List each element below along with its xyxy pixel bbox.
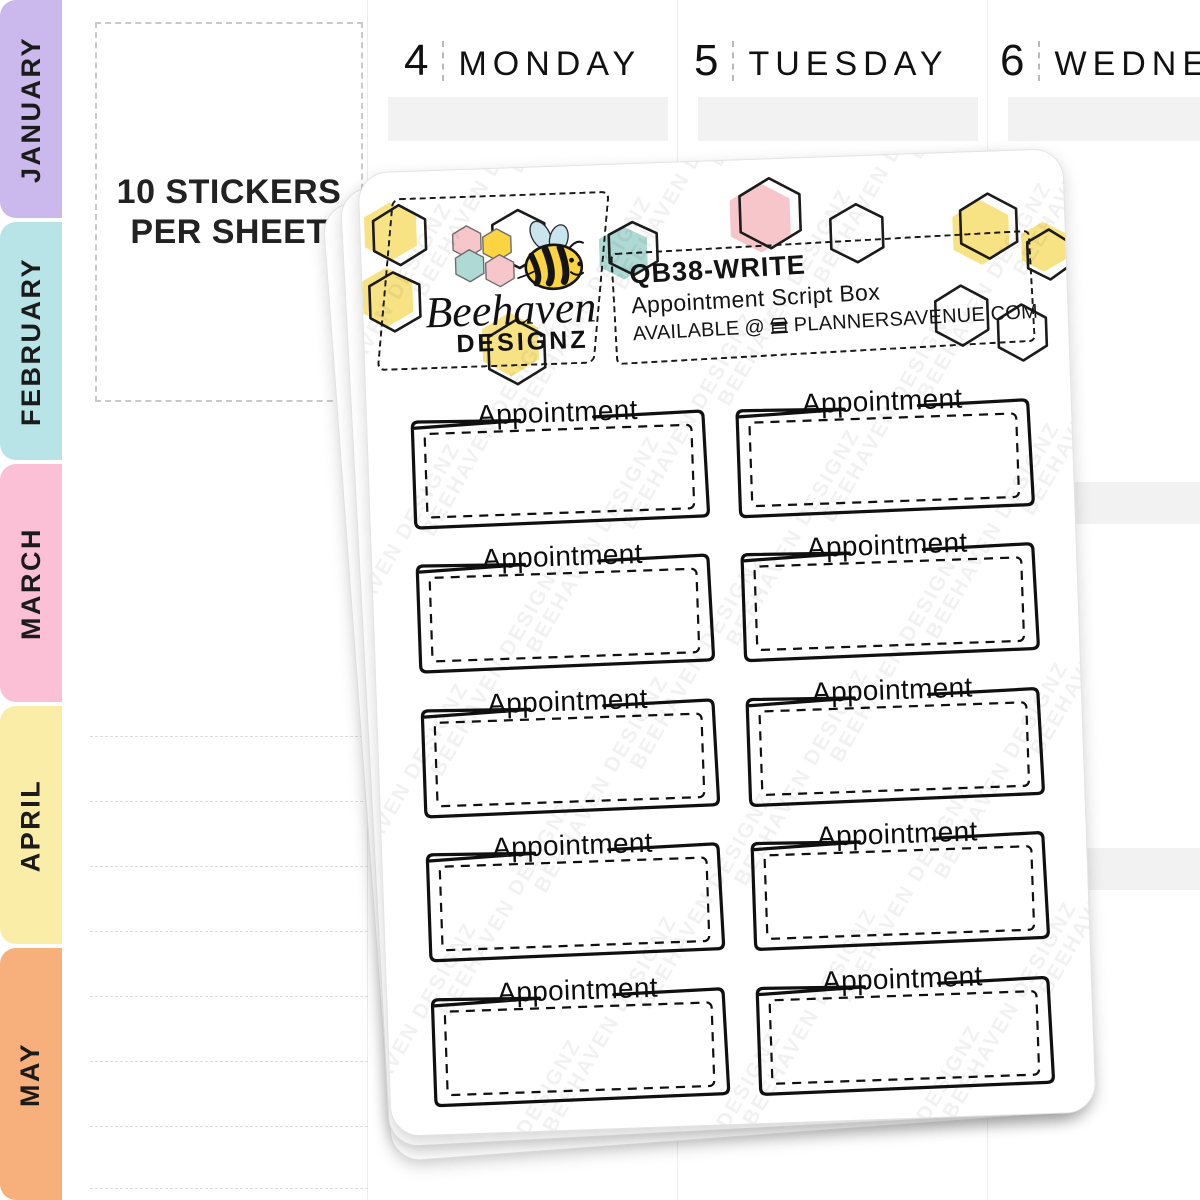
- shop-icon: [769, 317, 789, 335]
- day-band: [388, 97, 668, 141]
- month-tab-april[interactable]: APRIL: [0, 706, 62, 944]
- month-tab-label: APRIL: [15, 778, 46, 872]
- sticker-outline: [425, 842, 726, 963]
- planner-band: [1068, 848, 1200, 890]
- sticker-outline: [410, 409, 710, 530]
- day-name: TUESDAY: [748, 45, 949, 83]
- rule-line: [90, 1188, 368, 1189]
- sticker-outline: [420, 698, 721, 819]
- sticker-item[interactable]: Appointment: [746, 811, 1051, 954]
- sticker-item[interactable]: Appointment: [736, 522, 1041, 665]
- sticker-item[interactable]: Appointment: [411, 534, 716, 677]
- sticker-item[interactable]: Appointment: [751, 955, 1056, 1098]
- sticker-item[interactable]: Appointment: [416, 678, 721, 821]
- availability-line: AVAILABLE @ PLANNERSAVENUE.COM: [632, 300, 1038, 347]
- month-tab-label: FEBRUARY: [15, 256, 46, 426]
- at-symbol: @: [743, 315, 766, 339]
- sticker-item[interactable]: Appointment: [427, 967, 732, 1110]
- rule-line: [90, 801, 368, 802]
- rule-line: [90, 1061, 368, 1062]
- day-number: 4: [404, 36, 429, 85]
- sticker-item[interactable]: Appointment: [731, 378, 1036, 521]
- rule-line: [90, 996, 368, 997]
- sticker-outline: [745, 686, 1045, 807]
- watermark-text: BEEHAVEN DESIGNZ: [357, 1042, 387, 1137]
- day-band: [1008, 97, 1200, 141]
- honeycomb-decoration: [358, 149, 1070, 403]
- sticker-item[interactable]: Appointment: [406, 390, 711, 533]
- day-divider-icon: [732, 41, 735, 81]
- sticker-outline: [750, 831, 1050, 952]
- sticker-outline: [430, 986, 731, 1107]
- day-name: MONDAY: [458, 45, 642, 83]
- month-tab-march[interactable]: MARCH: [0, 464, 62, 702]
- day-divider-icon: [1038, 41, 1041, 81]
- sticker-item[interactable]: Appointment: [741, 667, 1046, 810]
- month-tab-february[interactable]: FEBRUARY: [0, 222, 62, 460]
- sheet-header: Beehaven DESIGNZ QB38-WRITE Appointment …: [358, 149, 1069, 391]
- month-tab-may[interactable]: MAY: [0, 948, 62, 1200]
- day-divider-icon: [442, 41, 445, 81]
- day-number: 6: [1000, 36, 1025, 85]
- sticker-item[interactable]: Appointment: [421, 822, 726, 965]
- quantity-callout: 10 STICKERS PER SHEET: [95, 22, 363, 402]
- month-tab-label: JANUARY: [15, 35, 46, 183]
- brand-logo: Beehaven DESIGNZ: [418, 217, 613, 364]
- planner-band: [1068, 482, 1200, 524]
- day-name: WEDNES: [1054, 45, 1200, 83]
- day-header-tuesday: 5 TUESDAY: [694, 36, 949, 86]
- day-header-monday: 4 MONDAY: [404, 36, 641, 86]
- rule-line: [90, 931, 368, 932]
- month-tab-january[interactable]: JANUARY: [0, 0, 62, 218]
- rule-line: [90, 866, 368, 867]
- brand-sub-text: DESIGNZ: [456, 326, 589, 359]
- brand-script-text: Beehaven: [424, 282, 597, 337]
- month-tab-label: MARCH: [15, 526, 46, 640]
- rule-line: [90, 1126, 368, 1127]
- product-info: QB38-WRITE Appointment Script Box AVAILA…: [629, 238, 1039, 346]
- sticker-grid: Appointment Appointment Appointment: [406, 378, 1056, 1109]
- quantity-line-1: 10 STICKERS: [116, 172, 342, 211]
- sticker-outline: [740, 542, 1040, 663]
- sticker-outline: [735, 398, 1035, 519]
- day-band: [698, 97, 978, 141]
- rule-line: [90, 736, 368, 737]
- month-tab-label: MAY: [15, 1041, 46, 1107]
- sticker-outline: [755, 975, 1055, 1096]
- tab-spine: [62, 0, 65, 1200]
- day-header-wednesday: 6 WEDNES: [1000, 36, 1200, 86]
- quantity-line-2: PER SHEET: [130, 213, 328, 251]
- sticker-outline: [415, 553, 715, 674]
- sticker-sheet-stack: Beehaven DESIGNZ QB38-WRITE Appointment …: [321, 140, 1097, 1163]
- day-number: 5: [694, 36, 719, 85]
- sticker-sheet-front: Beehaven DESIGNZ QB38-WRITE Appointment …: [357, 147, 1097, 1138]
